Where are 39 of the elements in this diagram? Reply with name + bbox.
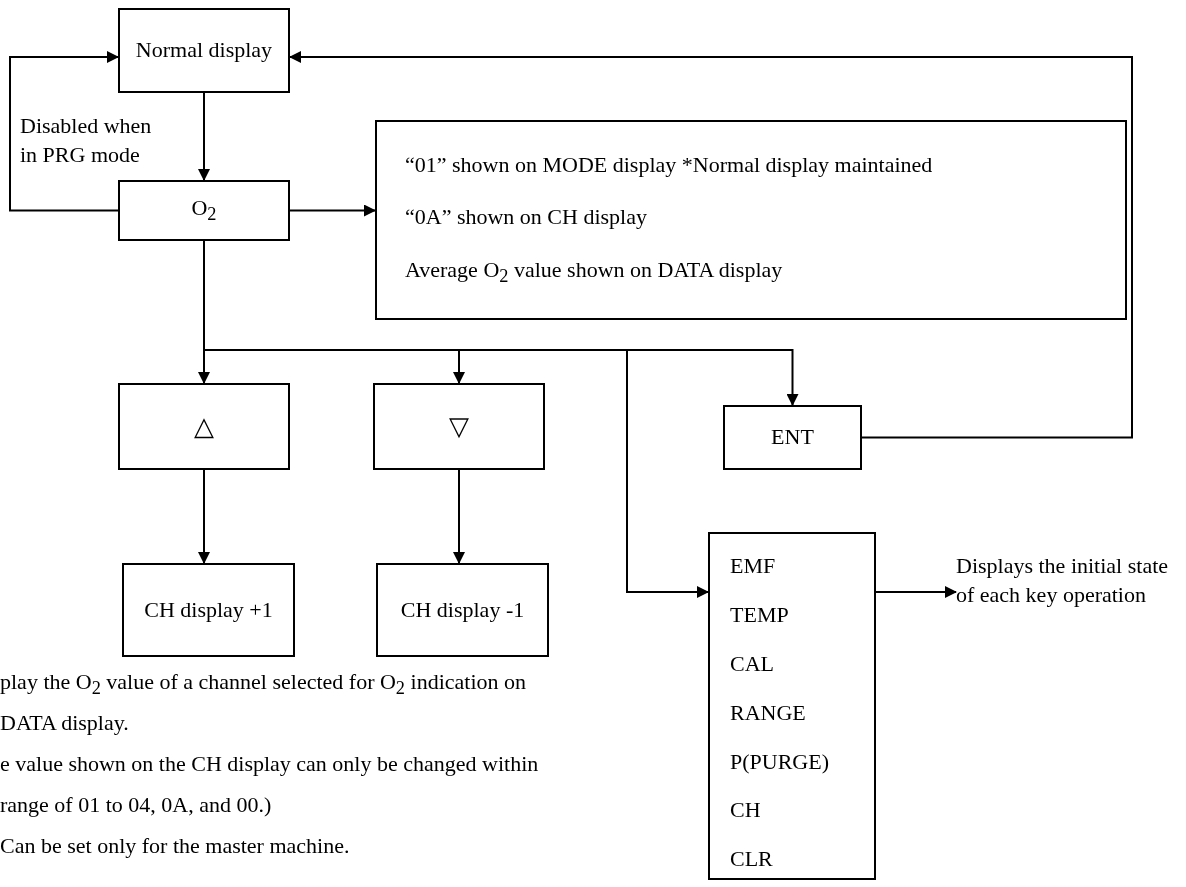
key-name: RANGE (730, 698, 806, 727)
note-text: range of 01 to 04, 0A, and 00.) (0, 791, 272, 819)
box-label: CH display +1 (144, 595, 273, 624)
box-label: O$_{2}$ (191, 193, 217, 227)
key-name: CH (730, 796, 761, 825)
box-label: CH display -1 (400, 595, 525, 624)
arrow (198, 92, 210, 181)
note-text: Average O$_{2}$ value shown on DATA display (405, 256, 783, 289)
key-box (373, 383, 545, 470)
result-box (376, 563, 549, 657)
key-name: CLR (730, 845, 773, 874)
note-box (375, 120, 1127, 320)
result-box (122, 563, 295, 657)
key-name: EMF (730, 552, 776, 580)
key-list-box (708, 532, 876, 880)
note-text: DATA display. (0, 709, 129, 737)
key-box (723, 405, 862, 470)
box-label: Normal display (135, 36, 273, 65)
key-box (118, 383, 290, 470)
arrow (198, 469, 210, 564)
box-label: ▽ (449, 410, 469, 443)
note-text: Can be set only for the master machine. (0, 832, 350, 860)
state-box (118, 8, 290, 93)
box-label: ENT (771, 423, 814, 452)
key-name: TEMP (730, 600, 789, 629)
key-box (118, 180, 290, 241)
note-text: play the O$_{2}$ value of a channel selected for O$_{2}$ indication on (0, 668, 526, 701)
arrow (289, 51, 1133, 439)
arrow (9, 51, 119, 212)
note-text: “01” shown on MODE display *Normal display maintained (405, 150, 933, 179)
arrow (875, 586, 957, 598)
note-text: “0A” shown on CH display (405, 203, 647, 232)
arrow (289, 204, 376, 217)
box-label: △ (194, 410, 214, 443)
note-text: e value shown on the CH display can only be changed within (0, 750, 539, 778)
arrow (453, 469, 465, 564)
key-name: CAL (730, 649, 774, 678)
key-name: P(PURGE) (730, 747, 829, 776)
description-text: Displays the initial state of each key operation (956, 552, 1170, 609)
